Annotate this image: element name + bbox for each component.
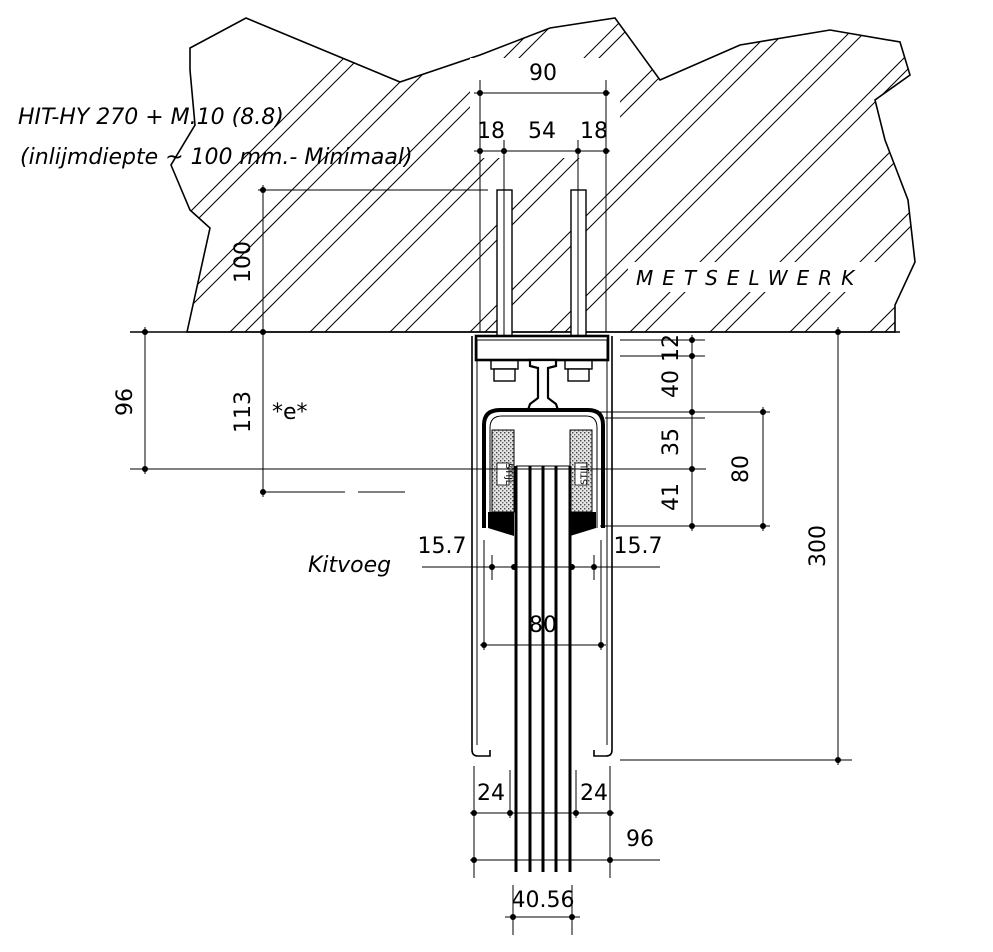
axis-marker: *e* xyxy=(272,400,308,425)
i-profile xyxy=(526,358,560,412)
dim-embed-depth: 100 xyxy=(231,241,256,283)
dim-anchor-spacing: 54 xyxy=(528,119,556,144)
dim-inner-width: 80 xyxy=(529,613,557,638)
dim-top-width: 90 xyxy=(529,61,557,86)
foam-label-left: STIJL xyxy=(503,463,513,485)
dim-axis-depth: 113 xyxy=(231,391,256,433)
glass-panel xyxy=(514,465,572,872)
masonry-wall xyxy=(130,17,916,333)
dim-plate-thickness: 12 xyxy=(659,334,684,362)
u-channel xyxy=(482,408,605,528)
anchor-spec-line2: (inlijmdiepte ~ 100 mm.- Minimaal) xyxy=(20,145,413,170)
sealant-label: Kitvoeg xyxy=(308,553,391,578)
dim-bottom-width: 96 xyxy=(626,827,654,852)
annotations: HIT-HY 270 + M.10 (8.8) (inlijmdiepte ~ … xyxy=(18,61,863,913)
dim-lower-part: 41 xyxy=(659,483,684,511)
material-label: METSELWERK xyxy=(636,266,863,290)
dim-anchor-edge-left: 18 xyxy=(477,119,505,144)
dim-edge-left: 24 xyxy=(477,781,505,806)
foam-label-right: STIJL xyxy=(580,463,590,485)
dim-upper-part: 35 xyxy=(659,428,684,456)
dim-cover-height: 300 xyxy=(806,525,831,567)
base-plate xyxy=(474,334,610,362)
dim-gap-left: 15.7 xyxy=(418,534,467,559)
dim-edge-right: 24 xyxy=(580,781,608,806)
dim-gap-right: 15.7 xyxy=(614,534,663,559)
dim-axis-offset-left: 96 xyxy=(113,388,138,416)
dim-channel-height: 80 xyxy=(729,455,754,483)
anchor-spec-line1: HIT-HY 270 + M.10 (8.8) xyxy=(18,105,284,130)
dim-glass-thickness: 40.56 xyxy=(512,888,575,913)
dim-anchor-edge-right: 18 xyxy=(580,119,608,144)
dimension-lines xyxy=(130,80,852,935)
cover-profile xyxy=(471,336,613,757)
dim-profile-depth: 40 xyxy=(659,370,684,398)
